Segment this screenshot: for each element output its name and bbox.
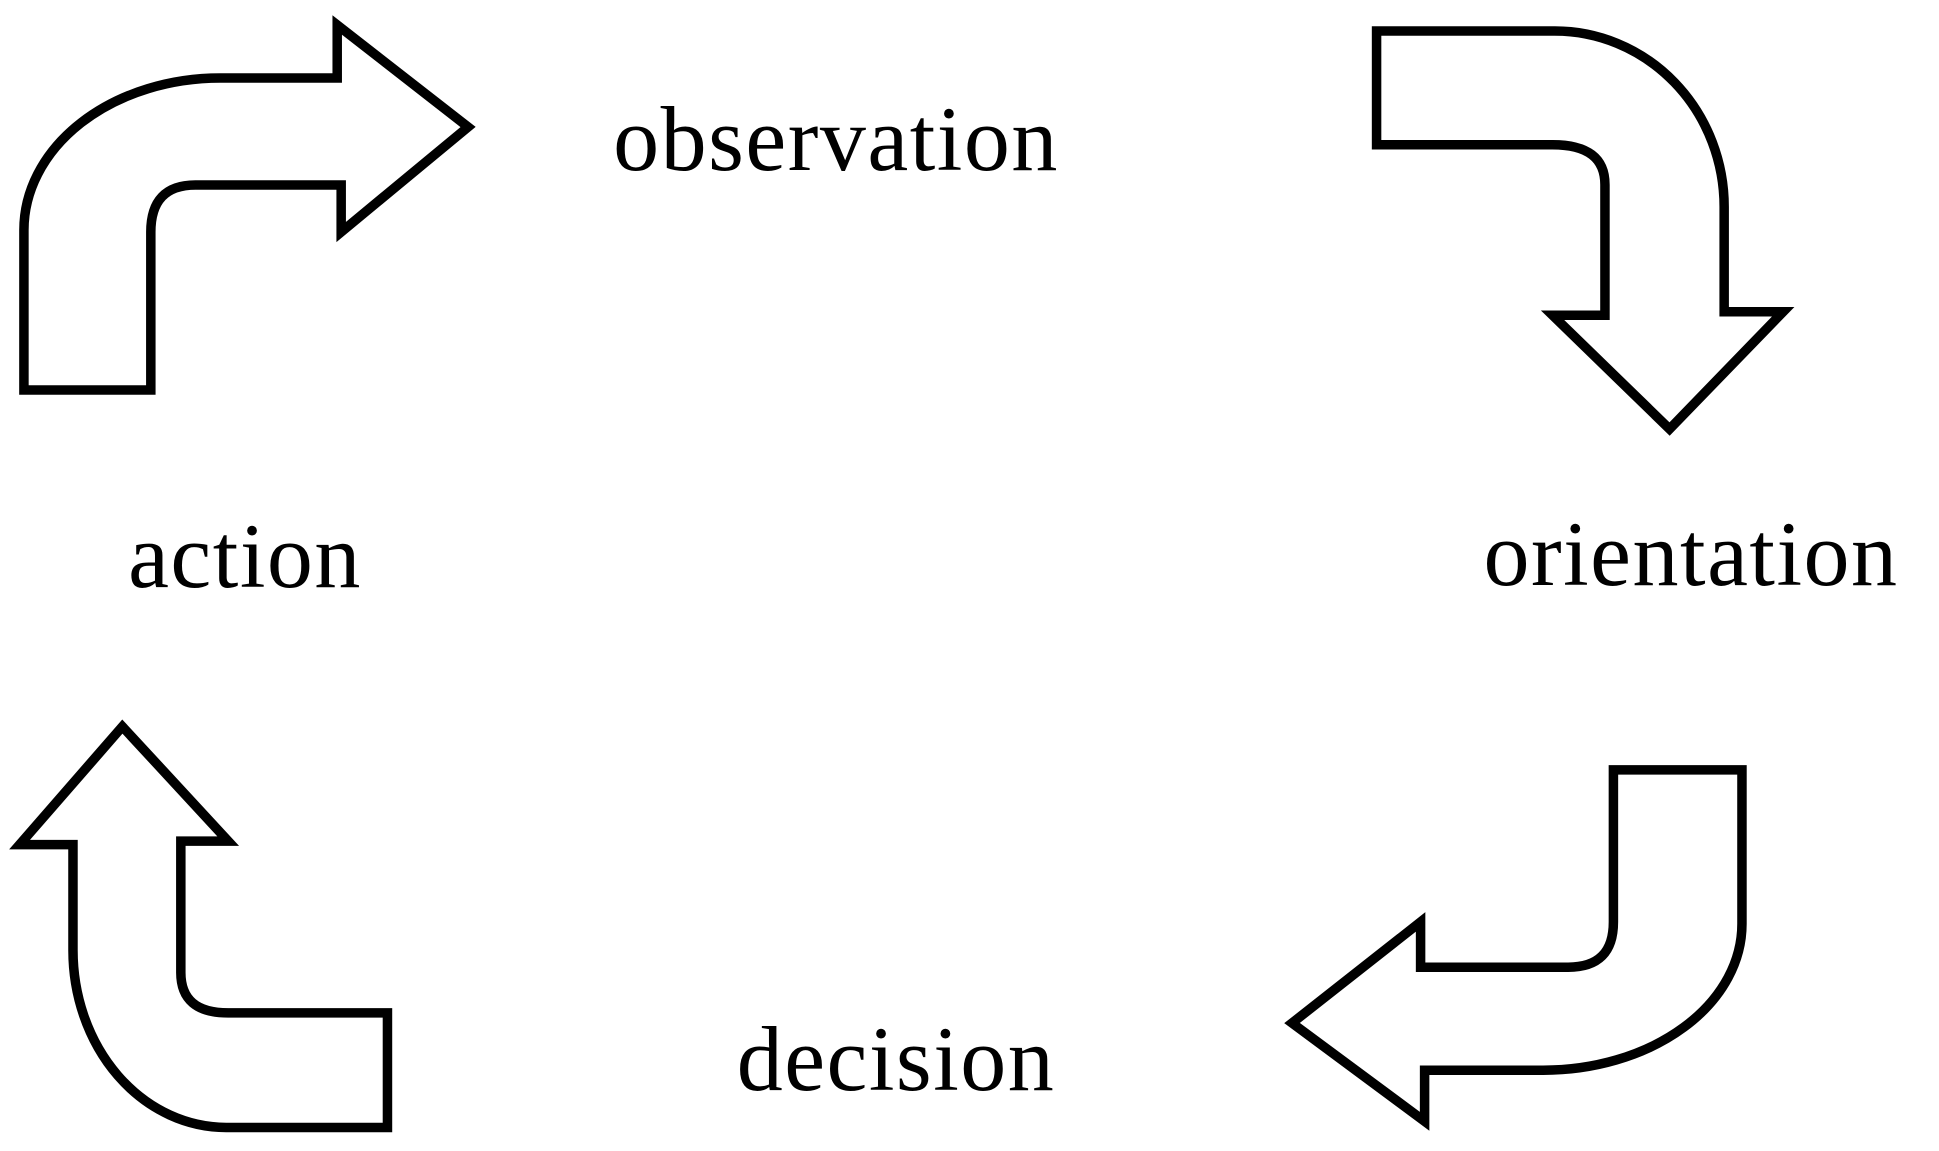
- node-label-action: action: [128, 505, 362, 607]
- node-label-observation: observation: [613, 88, 1059, 190]
- node-label-orientation: orientation: [1483, 503, 1899, 605]
- arrow-orientation-to-decision: [1283, 765, 1751, 1128]
- node-label-decision: decision: [736, 1008, 1056, 1110]
- arrow-observation-to-orientation: [1371, 23, 1791, 437]
- arrow-action-to-observation: [15, 18, 477, 395]
- arrow-decision-to-action: [13, 719, 393, 1136]
